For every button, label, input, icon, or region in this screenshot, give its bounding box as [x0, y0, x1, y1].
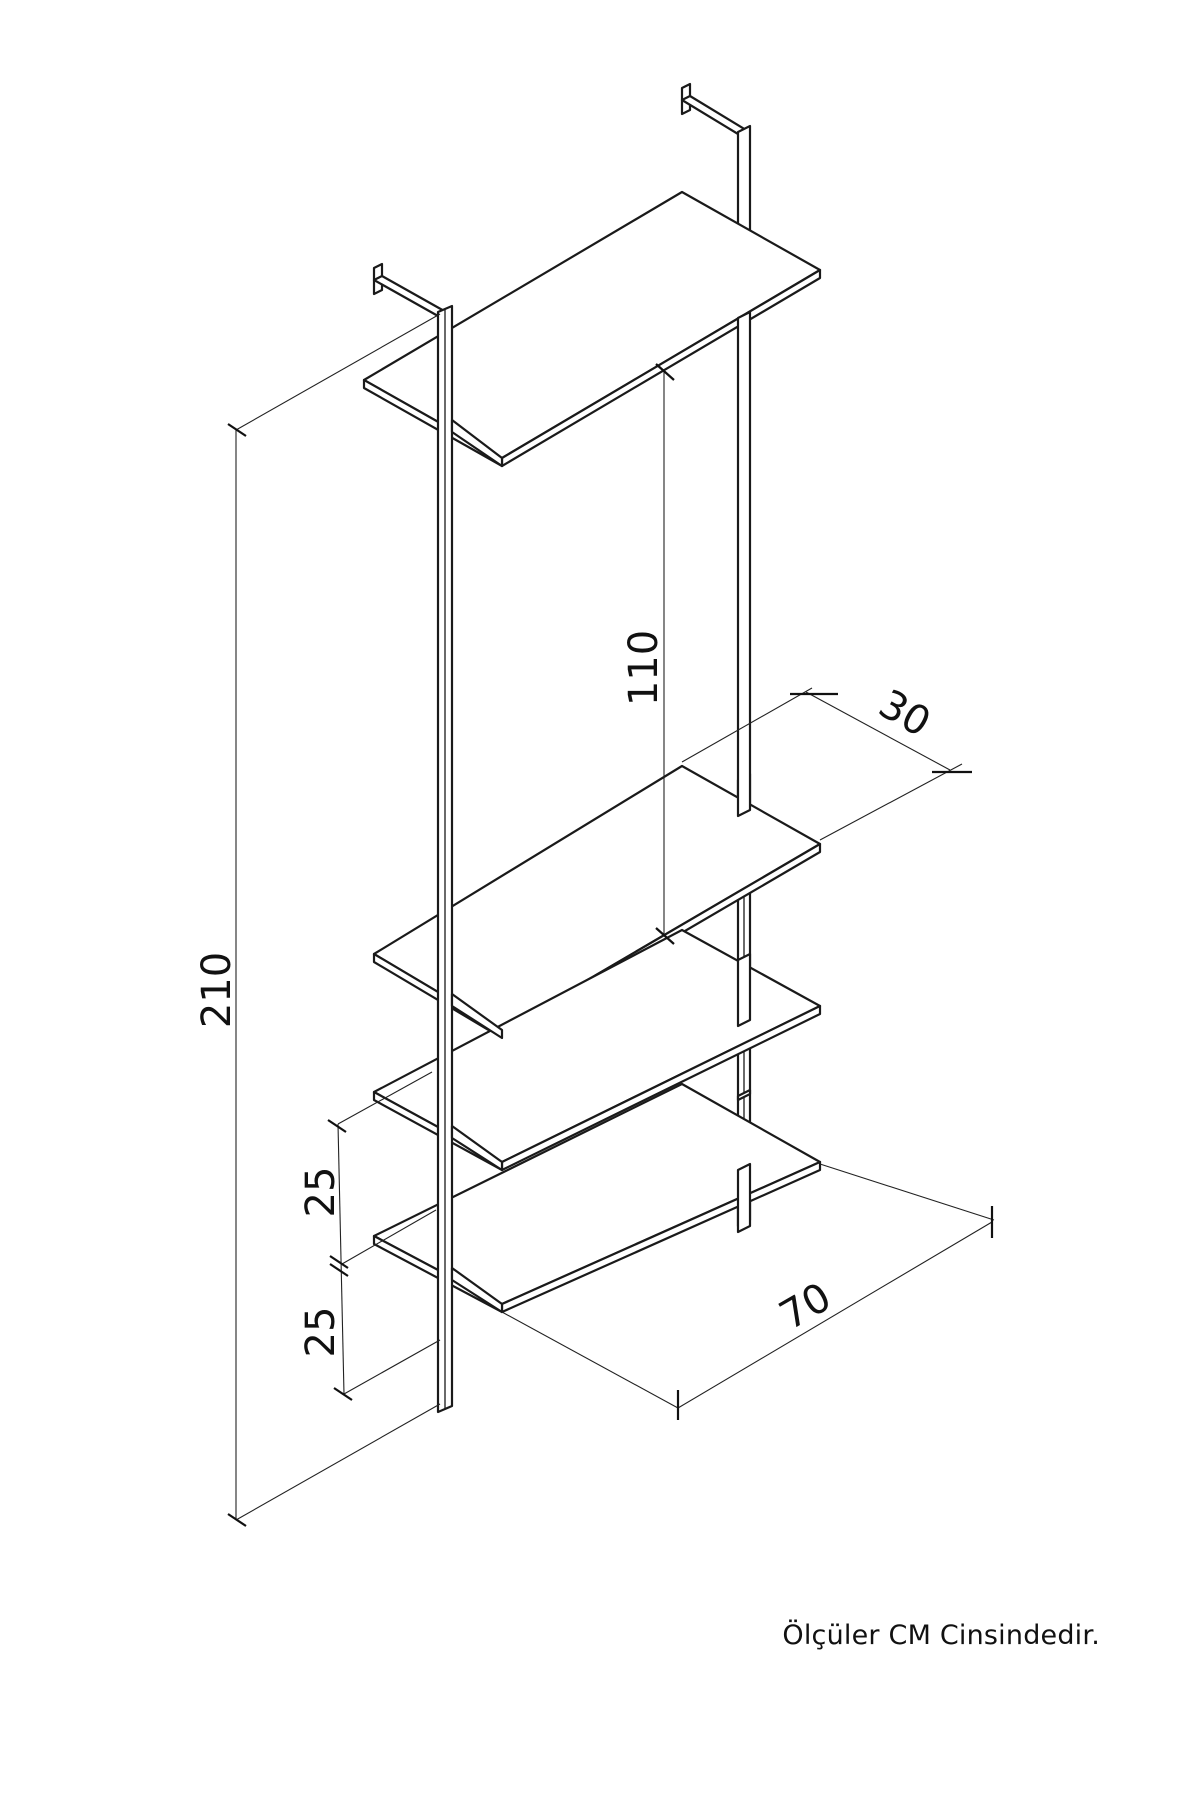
dimension-lower-gaps: 25 25 — [298, 1071, 441, 1401]
shelf-top — [362, 190, 822, 468]
dimension-depth-label: 30 — [871, 681, 938, 746]
units-footnote: Ölçüler CM Cinsindedir. — [782, 1620, 1100, 1651]
dimension-height-total-label: 210 — [194, 952, 240, 1028]
dimension-lower-gap-2-label: 25 — [298, 1307, 344, 1358]
dimension-height-total: 210 — [194, 313, 441, 1527]
shelf-front-edges — [450, 418, 504, 1314]
dimension-width-label: 70 — [772, 1274, 839, 1339]
back-upright-segments — [736, 310, 752, 1234]
front-wall-bracket — [372, 262, 448, 318]
back-wall-bracket — [680, 82, 752, 244]
dimension-shelf-gap-top: 110 — [621, 363, 675, 945]
front-upright — [436, 304, 454, 1414]
dimension-shelf-gap-top-label: 110 — [621, 630, 667, 706]
dimension-lower-gap-1-label: 25 — [298, 1167, 344, 1218]
